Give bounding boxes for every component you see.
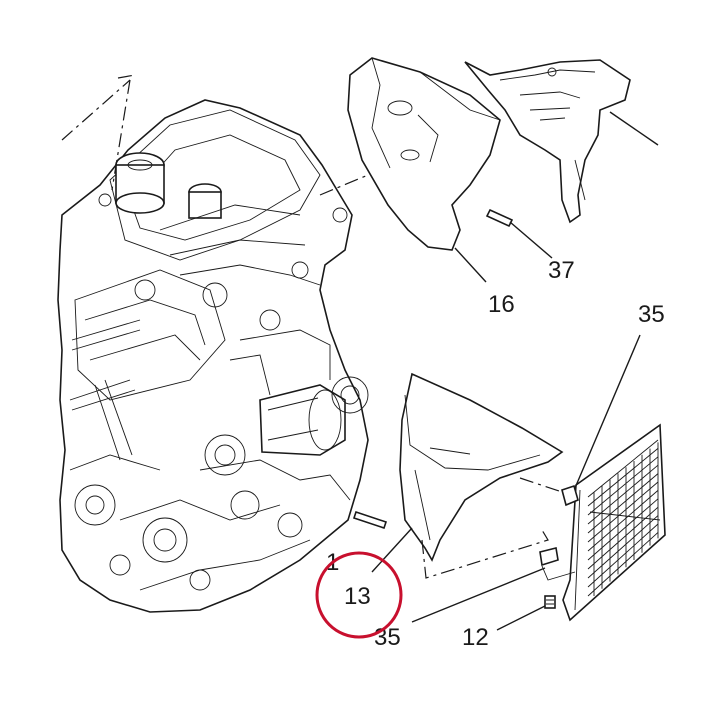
label-35-top: 35 [638,301,665,328]
grille-mesh-line [587,439,659,498]
label-35-bottom: 35 [374,624,401,651]
exhaust-bracket-part [464,59,659,224]
part-35-fastener-top [561,334,641,507]
part-37-pin [485,208,553,259]
part-16-heat-shield [347,57,501,251]
part-13-side-cover [399,372,564,579]
label-37: 37 [548,257,575,284]
part-35-fastener-bottom [411,547,576,623]
label-16: 16 [488,291,515,318]
engine-assembly [57,74,393,613]
leader-16 [454,247,487,283]
grille-mesh-line [587,464,659,525]
grille-mesh-line [587,481,659,543]
grille-mesh-line [587,498,659,561]
label-13: 13 [344,583,371,610]
grille-mesh-line [587,448,659,507]
grille-mesh-line [587,532,659,597]
grille-mesh-line [587,515,659,579]
grille-mesh-line [587,490,659,552]
part-12-screw [496,595,556,631]
radiator-grille [519,423,666,622]
highlight-circle [315,551,403,639]
label-12: 12 [462,624,489,651]
leader-13 [371,527,413,573]
grille-mesh-line [587,473,659,534]
grille-mesh-line [587,523,659,588]
part-1-pin [352,510,388,530]
grille-mesh-line [587,456,659,516]
grille-mesh-line [587,506,659,570]
